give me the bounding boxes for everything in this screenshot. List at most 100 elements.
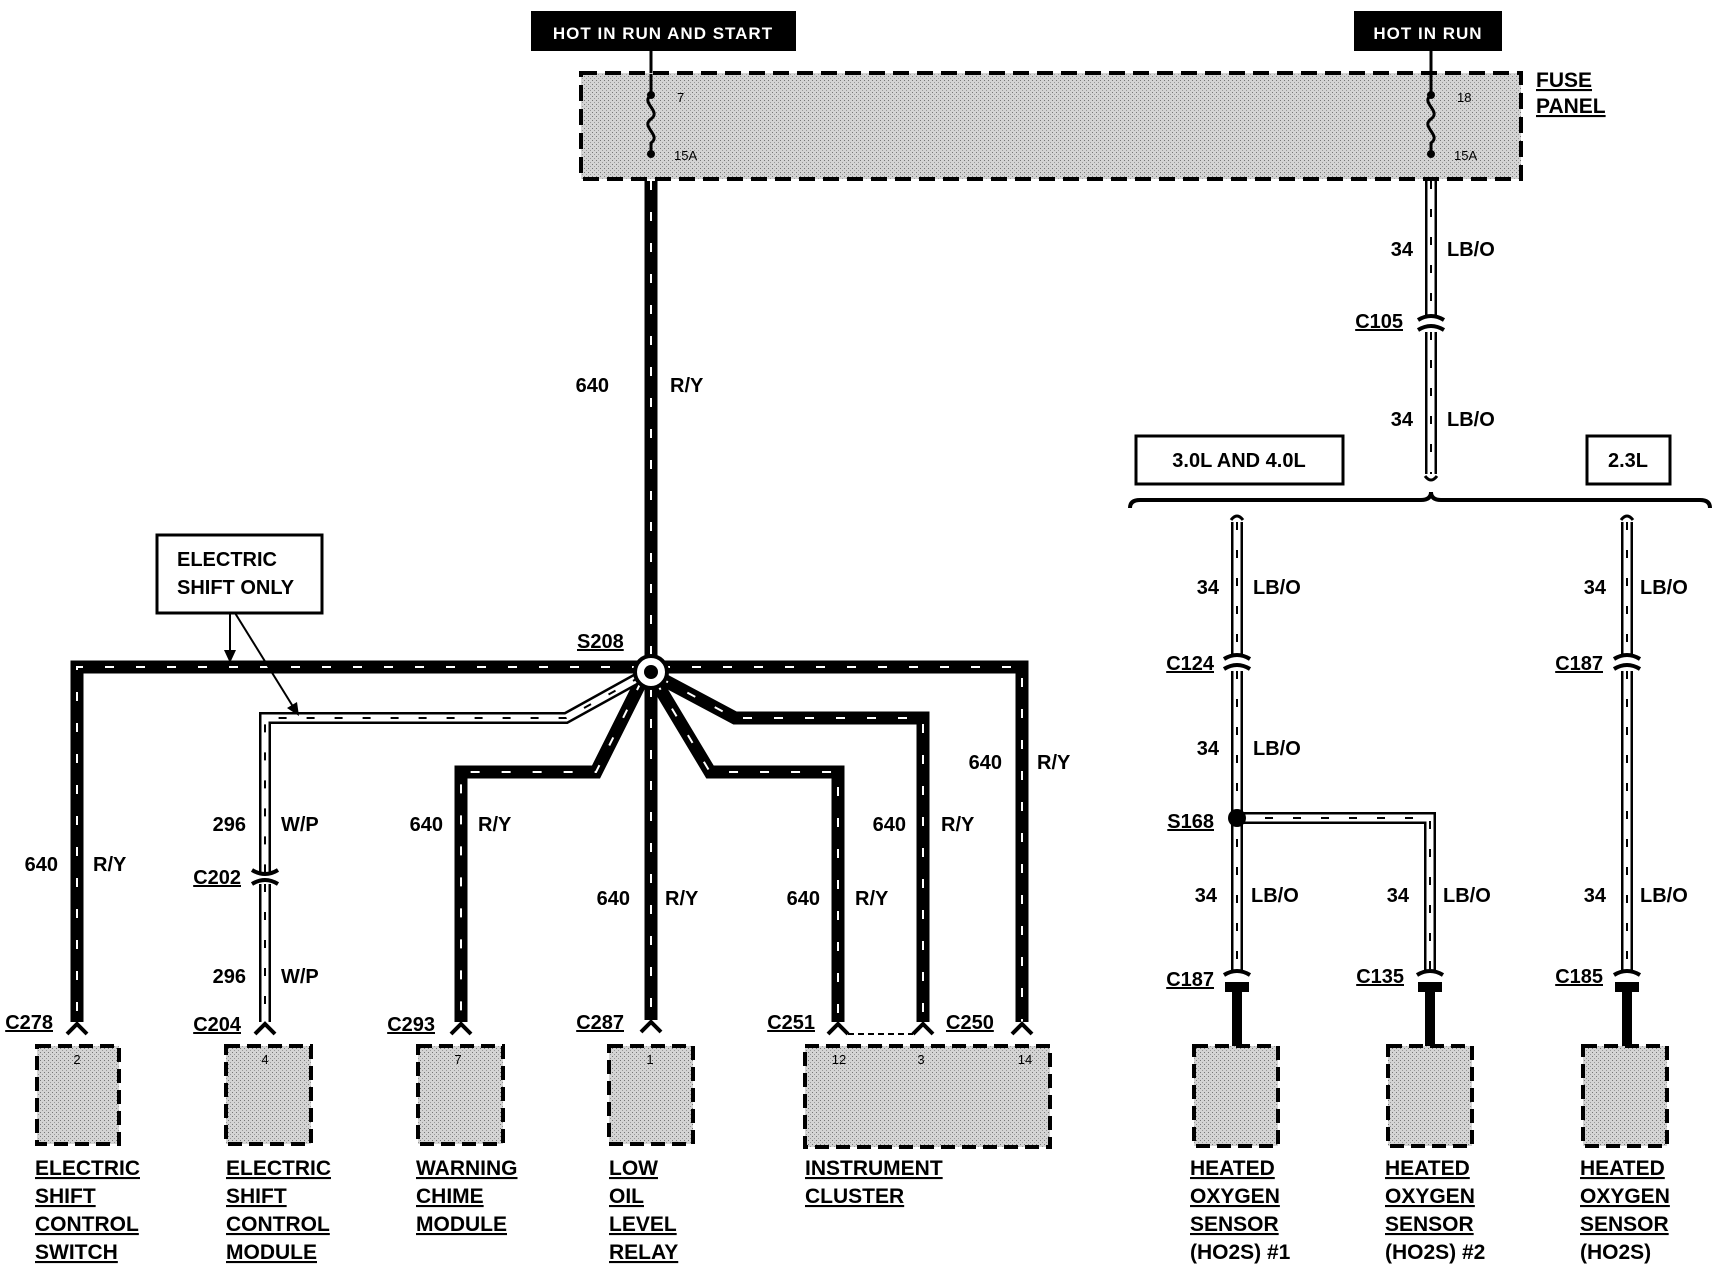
connector-c185-label: C185: [1555, 966, 1603, 988]
connector-c287-terminal: [639, 1019, 663, 1034]
connector-c293-terminal: [449, 1021, 473, 1036]
shift-module-pin: 4: [261, 1052, 268, 1067]
cluster-pin-3: 3: [917, 1052, 924, 1067]
wire-break-mark: [1619, 514, 1635, 521]
chime-module-name-1: WARNING: [416, 1157, 518, 1180]
cluster-name-1: INSTRUMENT: [805, 1157, 943, 1180]
connector-c293-label: C293: [387, 1014, 435, 1036]
ho2s-2-name-2: OXYGEN: [1385, 1185, 1475, 1208]
wire-34-label: 34: [1387, 885, 1410, 907]
wire-break-mark: [1229, 514, 1245, 521]
callout-line-2: SHIFT ONLY: [177, 577, 295, 599]
connector-c124: [1222, 653, 1252, 671]
wire-34-label: 34: [1195, 885, 1218, 907]
connector-c187-bottom-label: C187: [1166, 969, 1214, 991]
wire-ry-label: R/Y: [1037, 752, 1071, 774]
wire-34-label: 34: [1197, 577, 1220, 599]
ho2s-3-name-1: HEATED: [1580, 1157, 1665, 1180]
wire-lbo-label: LB/O: [1251, 885, 1299, 907]
wire-lbo-label: LB/O: [1640, 577, 1688, 599]
connector-c105: [1416, 314, 1446, 332]
ho2s-2-box: [1386, 1044, 1474, 1148]
oil-relay-box: [607, 1044, 695, 1146]
engine-option-2-3l: [1585, 434, 1672, 486]
ho2s-1-box: [1192, 1044, 1280, 1148]
connector-c250-label: C250: [946, 1012, 994, 1034]
connector-c135-label: C135: [1356, 966, 1404, 988]
wire-break-mark: [1423, 475, 1439, 482]
ho2s-3-box: [1581, 1044, 1669, 1148]
wire-lbo-label: LB/O: [1447, 409, 1495, 431]
fuse-icon: [646, 74, 656, 158]
connector-c204-terminal: [253, 1021, 277, 1036]
connector-c278-terminal: [65, 1021, 89, 1036]
chime-module-name-3: MODULE: [416, 1213, 507, 1236]
engine-option-bracket: [1128, 491, 1712, 509]
ho2s-1-name-2: OXYGEN: [1190, 1185, 1280, 1208]
connector-c187-bottom: [1222, 969, 1252, 1046]
splice-s168: [1228, 809, 1246, 827]
engine-option-3-4l-text: 3.0L AND 4.0L: [1172, 450, 1305, 472]
wire-34-label: 34: [1391, 409, 1414, 431]
fuse-7-number: 7: [677, 90, 684, 105]
wire-296-label: 296: [213, 966, 246, 988]
wire-640-label: 640: [969, 752, 1002, 774]
wire-ry: [661, 660, 1029, 1022]
wire-lbo-label: LB/O: [1640, 885, 1688, 907]
connector-c278-label: C278: [5, 1012, 53, 1034]
oil-relay-name-2: OIL: [609, 1185, 644, 1208]
wire-wp-label: W/P: [281, 966, 319, 988]
connector-c187-right: [1612, 653, 1642, 671]
ho2s-3-name-3: SENSOR: [1580, 1213, 1669, 1236]
wire-34-label: 34: [1197, 738, 1220, 760]
ho2s-2-name-3: SENSOR: [1385, 1213, 1474, 1236]
ho2s-1-name-1: HEATED: [1190, 1157, 1275, 1180]
wire-34-label: 34: [1391, 239, 1414, 261]
ho2s-2-name-4: (HO2S) #2: [1385, 1241, 1485, 1264]
electric-shift-callout: ELECTRIC SHIFT ONLY: [155, 533, 324, 716]
connector-c124-label: C124: [1166, 653, 1215, 675]
wire-34-label: 34: [1584, 885, 1607, 907]
wire-640-label: 640: [787, 888, 820, 910]
wire-lbo-label: LB/O: [1447, 239, 1495, 261]
shift-switch-name-3: CONTROL: [35, 1213, 139, 1236]
shift-switch-name-1: ELECTRIC: [35, 1157, 140, 1180]
connector-c287-label: C287: [576, 1012, 624, 1034]
ho2s-3-name-2: OXYGEN: [1580, 1185, 1670, 1208]
engine-option-3-4l: [1134, 434, 1345, 486]
wire-640-label: 640: [597, 888, 630, 910]
wire-lbo-label: LB/O: [1253, 577, 1301, 599]
power-label-run-start-text: HOT IN RUN AND START: [553, 24, 773, 43]
cluster-pin-14: 14: [1018, 1052, 1032, 1067]
wire-ry-label: R/Y: [855, 888, 889, 910]
oil-relay-name-1: LOW: [609, 1157, 658, 1180]
shift-module-box: [224, 1044, 313, 1146]
shift-module-name-1: ELECTRIC: [226, 1157, 331, 1180]
wire-ry: [656, 672, 930, 1022]
fuse-icon: [1426, 74, 1436, 158]
wire-640-label: 640: [25, 854, 58, 876]
cluster-name-2: CLUSTER: [805, 1185, 904, 1208]
wire-light: [1237, 812, 1436, 970]
engine-option-2-3l-text: 2.3L: [1608, 450, 1648, 472]
fuse-panel-title-2: PANEL: [1536, 95, 1606, 118]
oil-relay-name-3: LEVEL: [609, 1213, 677, 1236]
shift-switch-box: [35, 1044, 121, 1146]
wire-640-label: 640: [410, 814, 443, 836]
chime-module-name-2: CHIME: [416, 1185, 484, 1208]
fuse-7-rating: 15A: [674, 148, 697, 163]
chime-module-pin: 7: [454, 1052, 461, 1067]
wire-640-label: 640: [873, 814, 906, 836]
wire-ry: [650, 678, 845, 1022]
power-label-run: HOT IN RUN: [1354, 11, 1502, 51]
fuse-18-number: 18: [1457, 90, 1471, 105]
shift-module-name-3: CONTROL: [226, 1213, 330, 1236]
fuse-panel: 7 15A 18 15A: [579, 71, 1523, 181]
wire-ry-label: R/Y: [478, 814, 512, 836]
connector-c185: [1612, 969, 1642, 1046]
connector-c202-label: C202: [193, 867, 241, 889]
callout-line-1: ELECTRIC: [177, 549, 277, 571]
wire-296-label: 296: [213, 814, 246, 836]
connector-c105-label: C105: [1355, 311, 1403, 333]
